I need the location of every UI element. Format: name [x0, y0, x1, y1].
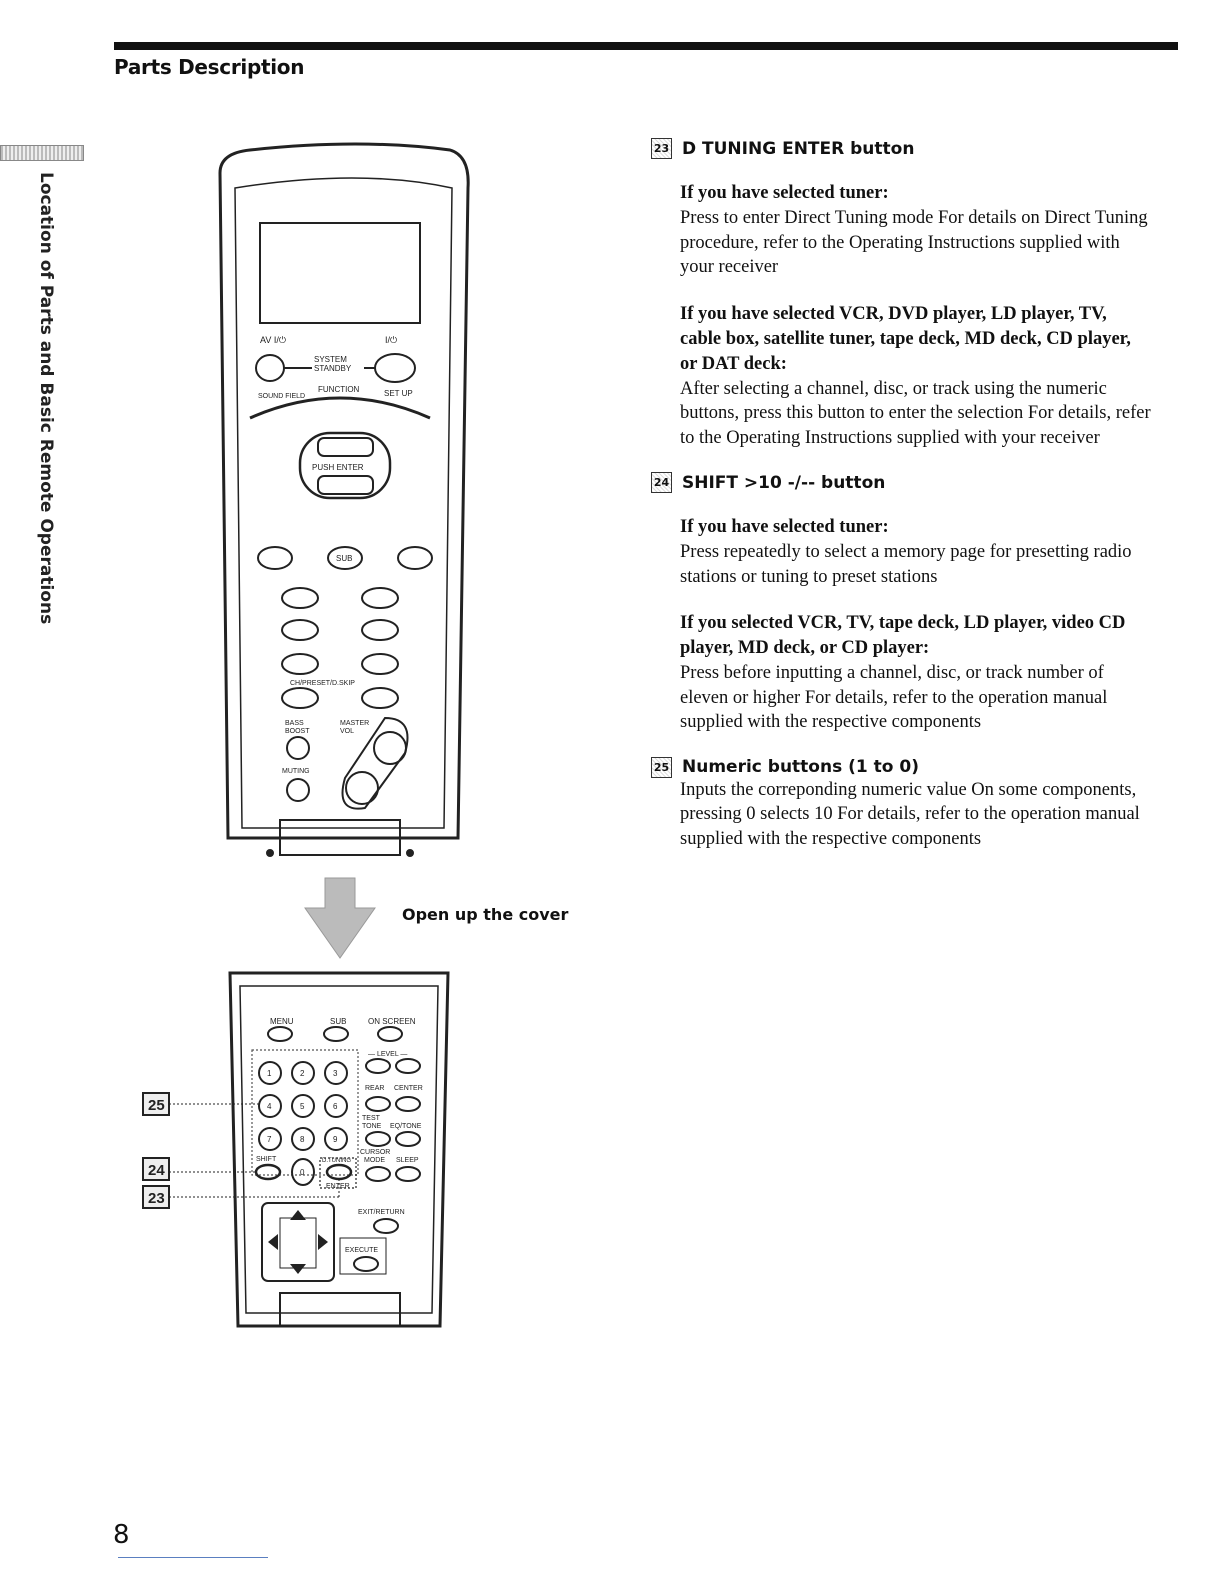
entry-title: Numeric buttons (1 to 0): [682, 757, 919, 777]
ch-preset-label: CH/PRESET/D.SKIP: [290, 680, 355, 687]
page-title: Parts Description: [114, 55, 305, 79]
svg-text:7: 7: [267, 1135, 272, 1144]
onscreen-label: ON SCREEN: [368, 1017, 416, 1026]
shift-label: SHIFT: [256, 1156, 277, 1163]
condition-body: Press before inputting a channel, disc, …: [680, 663, 1108, 732]
header-rule: [114, 42, 1178, 50]
sound-field-label: SOUND FIELD: [258, 393, 305, 400]
svg-text:VOL: VOL: [340, 728, 354, 735]
push-enter-label: PUSH ENTER: [312, 463, 364, 472]
d-tuning-enter-button: [325, 1163, 353, 1181]
svg-text:TONE: TONE: [362, 1123, 382, 1130]
entry-24: 24 SHIFT >10 -/-- button If you have sel…: [651, 472, 1151, 735]
descriptions-column: 23 D TUNING ENTER button If you have sel…: [651, 138, 1151, 873]
rear-label: REAR: [365, 1085, 384, 1092]
entry-body: Inputs the correponding numeric value On…: [680, 779, 1140, 849]
condition-heading: If you have selected VCR, DVD player, LD…: [680, 303, 1131, 374]
page-number: 8: [113, 1520, 130, 1550]
side-tab-marker: [0, 145, 84, 161]
av-label: AV I/⏻: [260, 335, 286, 345]
condition-body: After selecting a channel, disc, or trac…: [680, 378, 1151, 448]
entry-23: 23 D TUNING ENTER button If you have sel…: [651, 138, 1151, 450]
muting-label: MUTING: [282, 768, 310, 775]
svg-text:3: 3: [333, 1069, 338, 1078]
condition-body: Press to enter Direct Tuning mode For de…: [680, 208, 1148, 277]
enter-label: ENTER: [326, 1183, 350, 1190]
sleep-label: SLEEP: [396, 1157, 419, 1164]
remote-illustration: AV I/⏻ I/⏻ SYSTEM STANDBY SOUND FIELD FU…: [140, 128, 580, 1338]
svg-text:1: 1: [267, 1069, 272, 1078]
condition-heading: If you have selected tuner:: [680, 517, 889, 537]
center-label: CENTER: [394, 1085, 423, 1092]
level-label: — LEVEL —: [368, 1051, 407, 1058]
shift-button: [254, 1163, 282, 1181]
entry-title: D TUNING ENTER button: [682, 138, 915, 159]
setup-label: SET UP: [384, 389, 413, 398]
entry-25: 25 Numeric buttons (1 to 0) Inputs the c…: [651, 756, 1151, 852]
remote-body-top: [218, 142, 470, 840]
jog-dial: [298, 431, 392, 500]
condition-body: Press repeatedly to select a memory page…: [680, 542, 1132, 587]
open-cover-caption: Open up the cover: [402, 905, 569, 924]
condition-heading: If you have selected tuner:: [680, 183, 889, 203]
av-power-button: [255, 354, 285, 382]
svg-text:24: 24: [148, 1162, 165, 1179]
function-rocker: [249, 396, 431, 420]
remote-body-bottom: [228, 971, 450, 1328]
svg-text:8: 8: [300, 1135, 305, 1144]
sub-label: SUB: [336, 554, 352, 563]
callout-25: 25: [142, 1092, 260, 1116]
svg-text:BOOST: BOOST: [285, 728, 310, 735]
eq-tone-label: EQ/TONE: [390, 1123, 422, 1130]
svg-text:4: 4: [267, 1102, 272, 1111]
bass-boost-label: BASS: [285, 720, 304, 727]
callout-23: 23: [142, 1180, 340, 1209]
footer-rule: [118, 1557, 268, 1558]
numeric-keys: [258, 1061, 348, 1186]
svg-text:2: 2: [300, 1069, 305, 1078]
svg-text:25: 25: [148, 1097, 165, 1114]
svg-text:6: 6: [333, 1102, 338, 1111]
entry-number: 24: [651, 472, 672, 493]
power-label: I/⏻: [385, 335, 397, 345]
cursor-pad: [261, 1202, 335, 1282]
svg-text:STANDBY: STANDBY: [314, 364, 352, 373]
function-label: FUNCTION: [318, 385, 360, 394]
master-vol-label: MASTER: [340, 720, 369, 727]
entry-number: 25: [651, 756, 672, 778]
sub2-label: SUB: [330, 1017, 346, 1026]
system-standby-label: SYSTEM: [314, 355, 347, 364]
entry-number: 23: [651, 138, 672, 159]
callout-24: 24: [142, 1157, 256, 1181]
lcd-screen: [259, 222, 421, 324]
svg-text:5: 5: [300, 1102, 305, 1111]
entry-title: SHIFT >10 -/-- button: [682, 472, 886, 493]
test-tone-label: TEST: [362, 1115, 381, 1122]
execute-label: EXECUTE: [345, 1247, 378, 1254]
svg-text:23: 23: [148, 1190, 165, 1207]
svg-text:0: 0: [300, 1168, 305, 1177]
condition-heading: If you selected VCR, TV, tape deck, LD p…: [680, 613, 1126, 658]
power-button: [374, 353, 416, 383]
exit-return-label: EXIT/RETURN: [358, 1209, 405, 1216]
menu-label: MENU: [270, 1017, 294, 1026]
d-tuning-label: D.TUNING: [322, 1158, 351, 1164]
open-arrow: [304, 877, 376, 959]
svg-text:MODE: MODE: [364, 1157, 385, 1164]
chapter-side-label: Location of Parts and Basic Remote Opera…: [36, 172, 56, 625]
svg-text:9: 9: [333, 1135, 338, 1144]
numeric-keypad-area: [251, 1049, 359, 1176]
cursor-mode-label: CURSOR: [360, 1149, 390, 1156]
